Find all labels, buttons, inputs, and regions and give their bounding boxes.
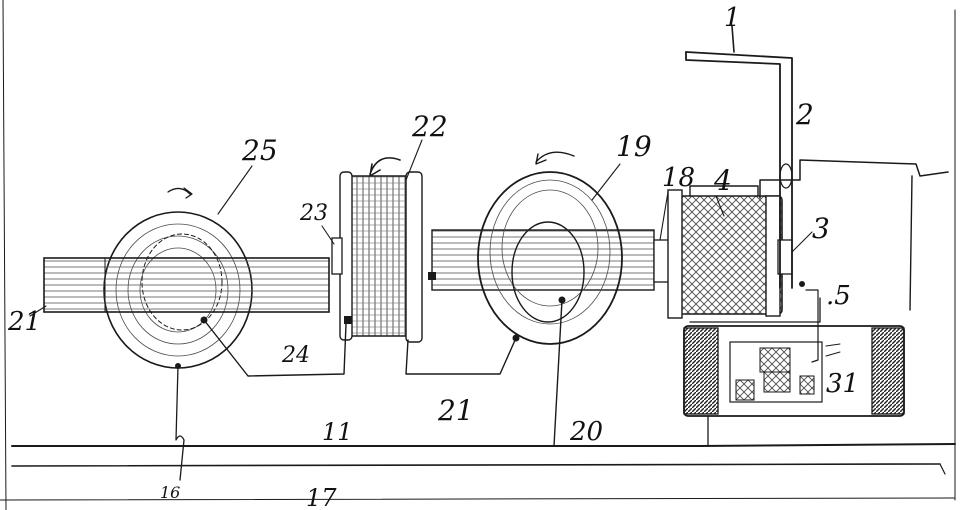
label-22: 22 — [411, 110, 448, 143]
label-21b: 21 — [437, 394, 474, 427]
label-25: 25 — [241, 134, 278, 167]
spool-22 — [331, 157, 423, 343]
drum-19 — [477, 151, 623, 345]
label-24: 24 — [281, 343, 310, 368]
leader-lines — [29, 139, 813, 317]
label-31: 31 — [826, 369, 859, 399]
label-18: 18 — [662, 163, 695, 193]
label-4: 4 — [713, 164, 732, 197]
label-17: 17 — [306, 484, 337, 510]
base-rail — [11, 443, 956, 475]
label-1: 1 — [724, 3, 741, 33]
label-2: 2 — [795, 98, 814, 131]
label-19: 19 — [616, 130, 652, 163]
reference-labels: 1 2 3 4 .5 11 16 17 18 19 20 21 21 22 23… — [7, 3, 859, 510]
label-5: .5 — [826, 281, 851, 311]
label-20: 20 — [569, 417, 603, 447]
label-3: 3 — [812, 212, 830, 245]
shaft-21-left — [43, 257, 330, 313]
label-11: 11 — [322, 418, 353, 446]
label-16: 16 — [160, 483, 180, 502]
wiring — [175, 289, 819, 481]
control-box-31 — [683, 325, 905, 417]
rod-2 — [685, 25, 805, 289]
label-21a: 21 — [7, 307, 41, 337]
coil-4 — [667, 185, 793, 319]
frame-bracket — [689, 159, 949, 323]
label-23: 23 — [299, 201, 328, 226]
shaft-middle — [428, 229, 671, 291]
